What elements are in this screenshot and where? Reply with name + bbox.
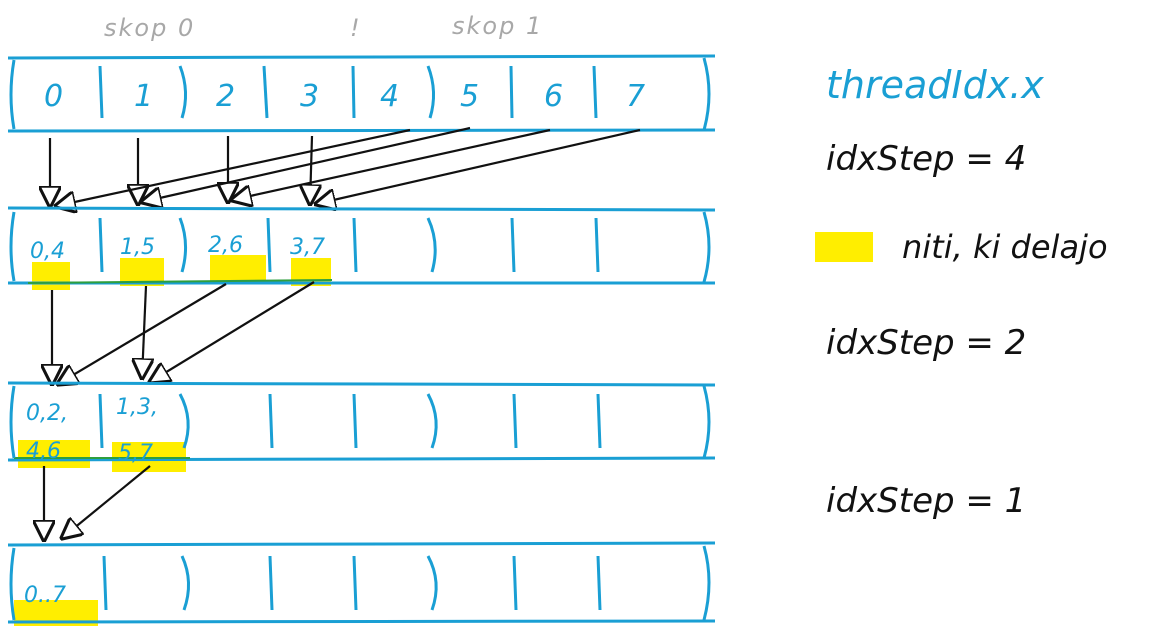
row-2-top-line	[7, 381, 716, 387]
row-2-divider	[426, 393, 438, 449]
row-0-divider	[178, 65, 187, 119]
row-2-divider	[596, 393, 602, 449]
row-2-divider	[178, 393, 190, 449]
row-3-divider	[426, 555, 438, 611]
arrow	[58, 283, 227, 384]
row-2-cell-line2: 5,7	[118, 441, 153, 466]
row-1-right-edge	[702, 211, 711, 283]
arrow	[316, 128, 641, 204]
row-1-cell: 1,5	[120, 235, 155, 260]
row-0-cell: 2	[216, 79, 235, 114]
row-2-cell-line1: 0,2,	[26, 401, 68, 426]
row-2-left-edge	[9, 385, 16, 459]
row-0-cell: 5	[460, 79, 479, 114]
row-0-cell: 0	[44, 79, 63, 114]
row-0-right-edge	[702, 57, 711, 131]
row-1-divider	[594, 217, 600, 273]
block-separator: !	[350, 14, 362, 42]
row-2-bottom-line	[7, 456, 716, 462]
row-2-right-edge	[702, 385, 711, 459]
arrow	[142, 126, 471, 202]
row-3-divider	[596, 555, 602, 611]
row-1-left-edge	[9, 211, 16, 282]
row-3-left-edge	[9, 547, 16, 621]
row-2-divider	[352, 393, 358, 449]
row-3-divider	[352, 555, 358, 611]
step-1-label: idxStep = 1	[826, 481, 1026, 521]
row-3-divider	[102, 555, 108, 611]
row-2-cell-line2: 4,6	[26, 439, 61, 464]
arrows-step-1	[44, 465, 151, 540]
row-3-divider	[180, 555, 190, 611]
block-0-label: skop 0	[104, 14, 195, 42]
row-1-cell: 0,4	[30, 239, 65, 264]
row-0: 0 1 2 3 4 5 6 7	[7, 54, 716, 133]
row-2-divider	[512, 393, 518, 449]
legend-swatch	[815, 232, 873, 262]
row-1-green-line	[27, 279, 333, 284]
row-1-cell: 3,7	[290, 235, 325, 260]
row-0-divider	[509, 65, 514, 119]
arrow	[62, 465, 151, 538]
arrow	[56, 128, 411, 206]
row-0-bottom-line	[7, 128, 716, 133]
step-2-label: idxStep = 2	[826, 323, 1026, 363]
arrow	[232, 128, 551, 200]
row-0-divider	[98, 65, 104, 119]
row-0-cell: 1	[134, 79, 153, 114]
row-2-cell-line1: 1,3,	[116, 395, 158, 420]
row-2-divider	[98, 393, 104, 449]
row-1-divider	[352, 217, 358, 273]
step-4-label: idxStep = 4	[826, 139, 1026, 179]
row-0-cell: 7	[626, 79, 645, 114]
row-0-divider	[262, 65, 269, 119]
row-1-cell: 2,6	[208, 233, 243, 258]
arrows-step-2	[52, 281, 315, 384]
row-0-divider	[592, 65, 598, 119]
notes-title: threadIdx.x	[826, 63, 1044, 107]
row-0-top-line	[7, 54, 716, 60]
row-0-cell: 4	[380, 79, 399, 114]
row-1-divider	[426, 217, 437, 273]
row-1-divider	[266, 217, 272, 273]
block-1-label: skop 1	[452, 12, 543, 40]
highlight-active	[210, 255, 266, 283]
row-1-divider	[510, 217, 516, 273]
highlight-active	[32, 262, 70, 290]
highlight-active	[18, 440, 90, 468]
row-2: 0,2, 4,6 1,3, 5,7	[7, 381, 716, 472]
notes: threadIdx.x idxStep = 4 niti, ki delajo …	[815, 63, 1108, 521]
legend-label: niti, ki delajo	[902, 228, 1108, 266]
row-0-cell: 3	[300, 79, 319, 114]
row-3-bottom-line	[7, 619, 716, 624]
row-0-divider	[426, 65, 435, 119]
row-3-right-edge	[702, 545, 711, 621]
row-1: 0,4 1,5 2,6 3,7	[7, 206, 716, 290]
row-0-cell: 6	[544, 79, 563, 114]
row-2-divider	[268, 393, 274, 449]
arrow	[310, 135, 312, 204]
row-3: 0..7	[7, 541, 716, 626]
row-1-divider	[98, 217, 104, 273]
row-3-top-line	[7, 541, 716, 547]
row-3-divider	[512, 555, 518, 611]
row-0-left-edge	[9, 59, 16, 130]
arrow	[150, 281, 315, 382]
row-3-cell: 0..7	[24, 583, 66, 608]
row-0-divider	[351, 65, 356, 119]
row-1-divider	[178, 217, 187, 273]
arrows-step-4	[50, 126, 641, 206]
row-3-divider	[268, 555, 274, 611]
row-1-top-line	[7, 206, 716, 212]
